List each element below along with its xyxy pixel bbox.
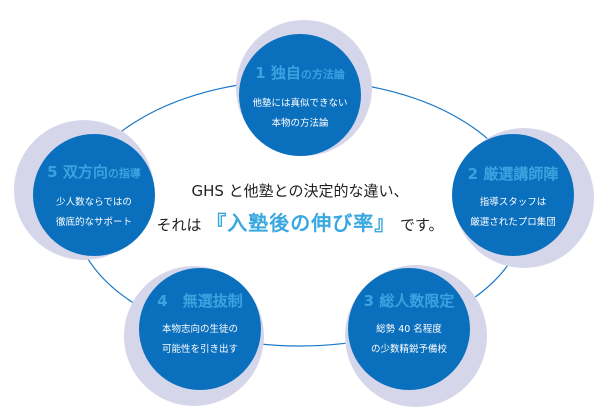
desc-line: 指導スタッフは xyxy=(479,197,547,208)
circle-5 xyxy=(33,134,155,256)
desc-line: の少数精鋭予備校 xyxy=(370,344,447,355)
line2-prefix: それは xyxy=(156,216,202,234)
node-description: 本物志向の生徒の可能性を引き出す xyxy=(138,320,262,360)
circle-3 xyxy=(348,268,470,390)
node-3: 3 総人数限定 総勢 40 名程度の少数精鋭予備校 xyxy=(347,292,471,360)
title-main: 1 独自 xyxy=(255,64,301,82)
node-title: 1 独自の方法論 xyxy=(238,64,362,84)
node-title: 2 厳選講師陣 xyxy=(451,165,575,183)
title-small: の方法論 xyxy=(300,68,345,81)
desc-line: 本物の方法論 xyxy=(271,118,329,129)
node-description: 少人数ならではの徹底的なサポート xyxy=(32,193,156,233)
title-main: 4 無選抜制 xyxy=(157,292,243,310)
node-title: 5 双方向の指導 xyxy=(32,163,156,183)
title-main: 3 総人数限定 xyxy=(363,292,455,310)
desc-line: 厳選されたプロ集団 xyxy=(470,217,556,228)
node-5: 5 双方向の指導 少人数ならではの徹底的なサポート xyxy=(32,163,156,233)
node-title: 4 無選抜制 xyxy=(138,292,262,310)
desc-line: 少人数ならではの xyxy=(56,197,132,208)
node-1: 1 独自の方法論 他塾には真似できない本物の方法論 xyxy=(238,64,362,134)
circle-1 xyxy=(239,34,361,156)
desc-line: 可能性を引き出す xyxy=(161,344,238,355)
node-title: 3 総人数限定 xyxy=(347,292,471,310)
desc-line: 徹底的なサポート xyxy=(55,217,132,228)
node-4: 4 無選抜制 本物志向の生徒の可能性を引き出す xyxy=(138,292,262,360)
highlight-phrase: 『入塾後の伸び率』 xyxy=(206,211,396,235)
title-main: 2 厳選講師陣 xyxy=(467,165,559,183)
node-2: 2 厳選講師陣 指導スタッフは厳選されたプロ集団 xyxy=(451,165,575,233)
desc-line: 本物志向の生徒の xyxy=(161,324,238,335)
node-description: 他塾には真似できない本物の方法論 xyxy=(238,94,362,134)
title-small: の指導 xyxy=(107,167,141,180)
desc-line: 他塾には真似できない xyxy=(252,98,348,109)
circle-4 xyxy=(139,268,261,390)
desc-line: 総勢 40 名程度 xyxy=(376,324,442,335)
circle-2 xyxy=(452,134,574,256)
node-description: 指導スタッフは厳選されたプロ集団 xyxy=(451,193,575,233)
title-main: 5 双方向 xyxy=(47,163,108,181)
center-line-2: それは 『入塾後の伸び率』 です。 xyxy=(120,207,480,236)
center-line-1: GHS と他塾との決定的な違い、 xyxy=(191,182,409,200)
line2-suffix: です。 xyxy=(400,216,444,234)
node-description: 総勢 40 名程度の少数精鋭予備校 xyxy=(347,320,471,360)
